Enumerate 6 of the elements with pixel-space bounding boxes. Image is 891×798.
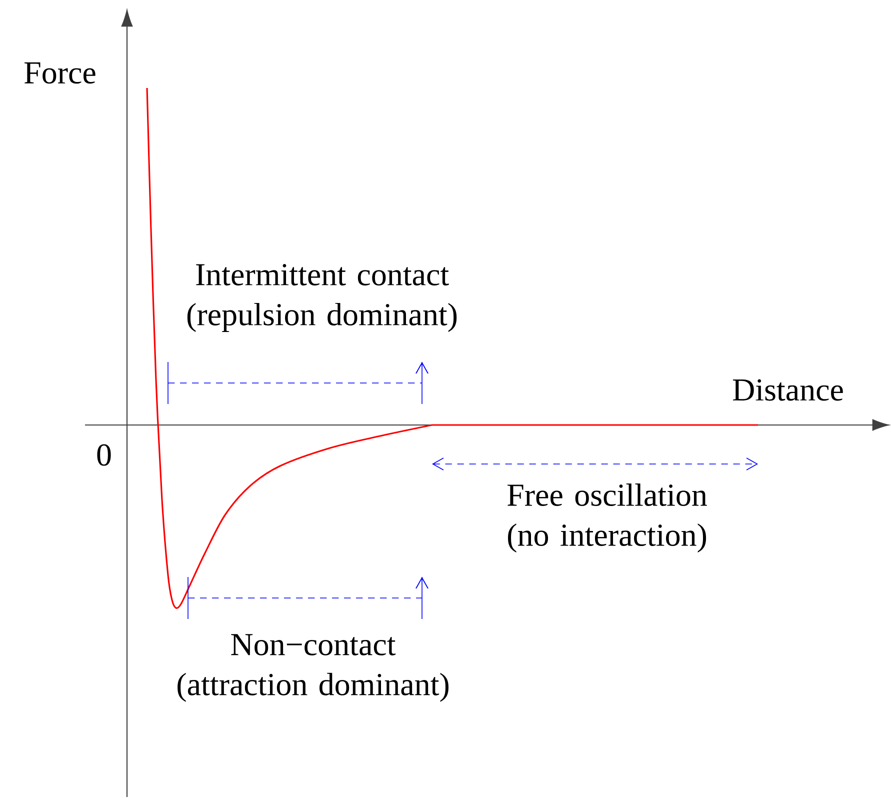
axis-label: Force <box>24 62 96 84</box>
tick-label: 0 <box>97 444 111 466</box>
region-label: Intermittent contact (repulsion dominant) <box>187 264 457 332</box>
region-label: Non−contact (attraction dominant) <box>178 634 448 702</box>
axis-label: Distance <box>732 379 843 401</box>
region-label: Free oscillation (no interaction) <box>508 483 707 552</box>
